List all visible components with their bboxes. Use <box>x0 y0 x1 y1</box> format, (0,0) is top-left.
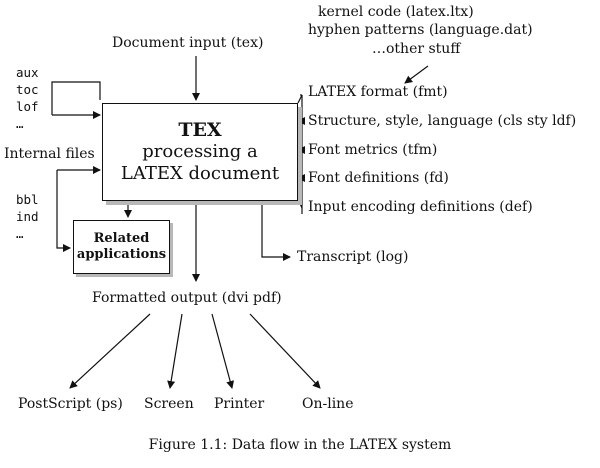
document-input-label: Document input (tex) <box>112 35 264 51</box>
font-definitions-label: Font definitions (fd) <box>308 170 449 186</box>
kernel-code-label: kernel code (latex.ltx) <box>318 4 474 20</box>
bbl-more: … <box>16 226 24 241</box>
applications-label: applications <box>76 247 167 262</box>
related-applications-box: Related applications <box>73 220 170 274</box>
lof-file: lof <box>16 99 39 114</box>
internal-files-label: Internal files <box>4 146 95 162</box>
latex-format-label: LATEX format (fmt) <box>308 84 448 100</box>
output-online: On-line <box>302 396 354 412</box>
hyphen-patterns-label: hyphen patterns (language.dat) <box>308 22 533 38</box>
toc-file: toc <box>16 82 39 97</box>
formatted-output-label: Formatted output (dvi pdf) <box>92 290 282 306</box>
arrow-to-online <box>249 313 321 389</box>
tex-processing-box: TEX processing a LATEX document <box>102 103 298 201</box>
arrow-format-in <box>297 94 303 104</box>
arrow-to-printer <box>211 313 235 389</box>
aux-files-list: aux toc lof … <box>16 64 39 132</box>
arrow-to-postscript <box>69 313 151 389</box>
arrow-bbl-to-related <box>56 170 71 252</box>
figure-caption: Figure 1.1: Data flow in the LATEX syste… <box>148 437 452 453</box>
aux-loop-out <box>51 81 101 115</box>
arrow-to-screen <box>167 313 183 389</box>
tex-title: TEX <box>178 119 222 141</box>
arrow-box-to-transcript <box>261 199 291 261</box>
ind-file: ind <box>16 209 39 224</box>
related-label: Related <box>93 231 150 246</box>
output-printer: Printer <box>214 396 265 412</box>
structure-style-label: Structure, style, language (cls sty ldf) <box>308 113 577 129</box>
arrow-kernel-to-format <box>404 65 429 84</box>
transcript-label: Transcript (log) <box>297 249 409 265</box>
arrow-encoding-in <box>297 198 303 209</box>
bbl-files-list: bbl ind … <box>16 191 39 242</box>
font-metrics-label: Font metrics (tfm) <box>308 142 438 158</box>
input-encoding-label: Input encoding definitions (def) <box>308 199 533 215</box>
processing-label: processing a <box>142 141 258 162</box>
other-stuff-label: …other stuff <box>372 41 461 57</box>
output-screen: Screen <box>144 396 194 412</box>
output-postscript: PostScript (ps) <box>18 396 123 412</box>
bbl-file: bbl <box>16 192 39 207</box>
aux-more: … <box>16 116 24 131</box>
aux-file: aux <box>16 65 39 80</box>
latex-document-label: LATEX document <box>120 163 280 184</box>
